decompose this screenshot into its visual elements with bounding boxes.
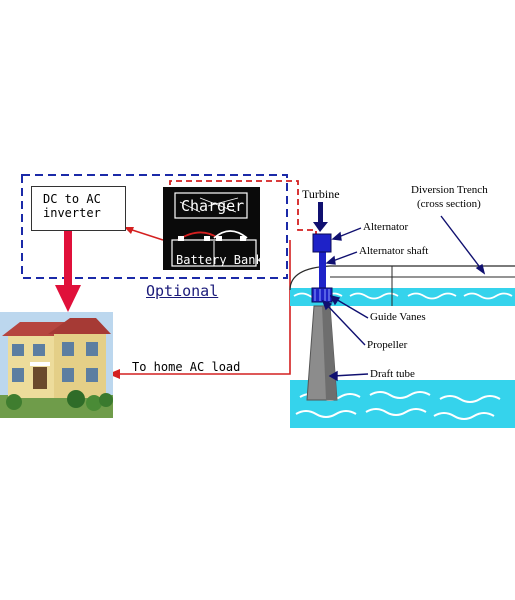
inverter-house-arrow-shaft	[64, 231, 72, 287]
alternator	[312, 233, 332, 253]
turbine-label: Turbine	[302, 187, 340, 201]
inverter-label: DC to AC inverter	[43, 192, 101, 220]
battery-terminal	[178, 236, 184, 241]
battery-label: Battery Bank	[176, 253, 263, 267]
ac-load-wire	[120, 240, 291, 375]
draft-tube-label: Draft tube	[370, 368, 415, 380]
battery-cable-white	[213, 230, 248, 239]
charger-label: Charger	[181, 197, 245, 215]
house-image	[0, 312, 113, 418]
battery-inverter-arrowhead	[124, 227, 134, 234]
alternator-shaft	[319, 250, 326, 290]
inverter-house-arrowhead	[55, 285, 81, 312]
alternator-shaft-label: Alternator shaft	[359, 245, 429, 257]
inverter-box	[31, 186, 126, 231]
guide-vanes-label: Guide Vanes	[370, 311, 426, 323]
water-body	[290, 288, 515, 428]
battery-terminal	[204, 236, 210, 241]
trench-outline	[289, 265, 515, 291]
guide-vanes	[311, 287, 333, 303]
generator-wire	[169, 180, 317, 237]
ac-load-arrowhead	[108, 369, 120, 379]
battery-terminal	[240, 236, 246, 241]
trench-label-line1: Diversion Trench	[411, 184, 488, 196]
optional-dashed-box	[21, 174, 288, 279]
charger-screen	[174, 192, 248, 219]
turbine-arrowhead	[313, 222, 328, 232]
alternator-label: Alternator	[363, 221, 409, 233]
propeller-label: Propeller	[367, 339, 408, 351]
charger-panel	[163, 187, 260, 270]
turbine-arrow-shaft	[318, 202, 323, 224]
battery-terminal	[216, 236, 222, 241]
optional-label: Optional	[146, 282, 219, 300]
charger-wiring	[179, 197, 239, 213]
home-load-label: To home AC load	[132, 360, 241, 374]
trench-label-line2: (cross section)	[417, 198, 481, 210]
